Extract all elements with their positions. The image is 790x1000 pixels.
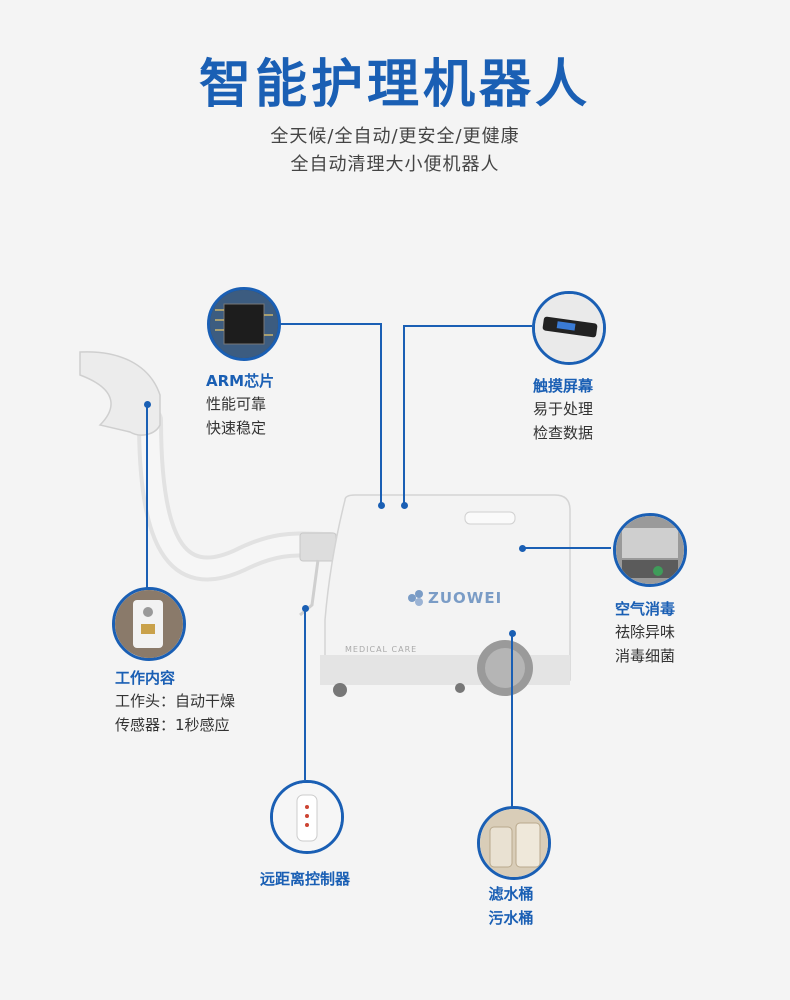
arm-chip-desc-1: 性能可靠 — [206, 395, 267, 413]
work-head-icon — [115, 590, 183, 658]
arm-chip-title: ARM芯片 — [206, 372, 275, 390]
work-head-pointer — [144, 401, 151, 408]
screen-icon — [535, 294, 603, 362]
air-disinfect-desc-2: 消毒细菌 — [615, 647, 676, 665]
bucket-icon — [480, 809, 548, 877]
touch-screen-desc-1: 易于处理 — [533, 400, 594, 418]
remote-title: 远距离控制器 — [259, 870, 350, 888]
touch-screen-image — [532, 291, 606, 365]
remote-icon — [273, 783, 341, 851]
work-content-title: 工作内容 — [115, 669, 176, 687]
brand-logo: ZUOWEI — [428, 589, 503, 607]
touch-screen-desc-2: 检查数据 — [533, 424, 594, 442]
work-head-image — [112, 587, 186, 661]
remote-image — [270, 780, 344, 854]
air-disinfect-title: 空气消毒 — [615, 600, 676, 618]
bucket-pointer — [509, 630, 516, 637]
touch-screen-title: 触摸屏幕 — [533, 377, 594, 395]
touch-screen-pointer — [401, 502, 408, 509]
subtitle-features: 全天候/全自动/更安全/更健康 — [270, 126, 520, 147]
work-content-desc-2: 传感器：1秒感应 — [115, 716, 230, 734]
subtitle-description: 全自动清理大小便机器人 — [290, 154, 500, 175]
disinfect-module-icon — [616, 516, 684, 584]
bucket-label-waste: 污水桶 — [488, 909, 534, 927]
arm-chip-pointer — [378, 502, 385, 509]
air-disinfect-image — [613, 513, 687, 587]
remote-pointer — [302, 605, 309, 612]
chip-icon — [210, 290, 278, 358]
robot-body — [324, 494, 571, 681]
air-disinfect-desc-1: 祛除异味 — [615, 623, 676, 641]
bucket-label-filter: 滤水桶 — [488, 885, 534, 903]
arm-chip-image — [207, 287, 281, 361]
work-content-desc-1: 工作头：自动干燥 — [115, 692, 236, 710]
bucket-image — [477, 806, 551, 880]
page-title: 智能护理机器人 — [198, 55, 591, 115]
body-side-text: MEDICAL CARE — [345, 645, 418, 654]
air-disinfect-pointer — [519, 545, 526, 552]
arm-chip-desc-2: 快速稳定 — [206, 419, 267, 437]
